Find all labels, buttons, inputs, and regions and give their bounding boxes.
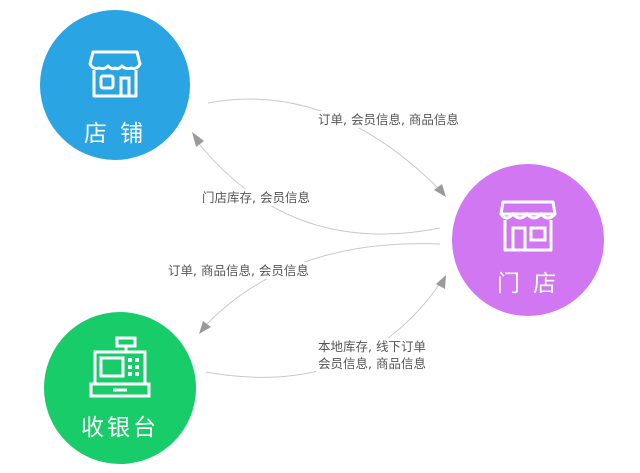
- store-node: 门 店: [452, 164, 604, 316]
- shop-label: 店 铺: [83, 121, 147, 147]
- store-icon: [499, 200, 557, 252]
- store-label: 门 店: [496, 271, 560, 297]
- shop-node: 店 铺: [40, 10, 190, 160]
- cash-register-icon: [89, 336, 151, 398]
- edge-store-to-pos: [204, 243, 441, 327]
- edge-store-to-shop: [195, 139, 441, 235]
- arrowhead-store-2: [436, 275, 446, 289]
- storefront-icon: [88, 50, 142, 98]
- edge-label-shop-to-store: 订单, 会员信息, 商品信息: [316, 111, 461, 128]
- edge-label-pos-to-store: 本地库存, 线下订单 会员信息, 商品信息: [316, 338, 428, 372]
- edge-label-store-to-shop: 门店库存, 会员信息: [200, 189, 312, 206]
- edge-label-pos-to-store-line2: 会员信息, 商品信息: [318, 356, 426, 371]
- arrowhead-store: [434, 184, 446, 197]
- edge-label-store-to-pos: 订单, 商品信息, 会员信息: [166, 262, 311, 279]
- pos-node: 收银台: [44, 312, 196, 464]
- arrowhead-pos: [199, 321, 211, 334]
- arrowhead-shop: [192, 132, 204, 147]
- pos-label: 收银台: [81, 415, 159, 441]
- edge-label-pos-to-store-line1: 本地库存, 线下订单: [318, 339, 426, 354]
